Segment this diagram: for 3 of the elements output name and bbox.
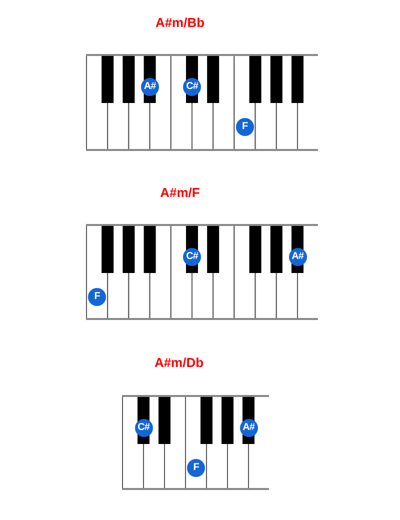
chord-title: A#m/F [160, 185, 200, 200]
chord-title: A#m/Db [154, 355, 204, 370]
chord-title: A#m/Bb [155, 15, 205, 30]
